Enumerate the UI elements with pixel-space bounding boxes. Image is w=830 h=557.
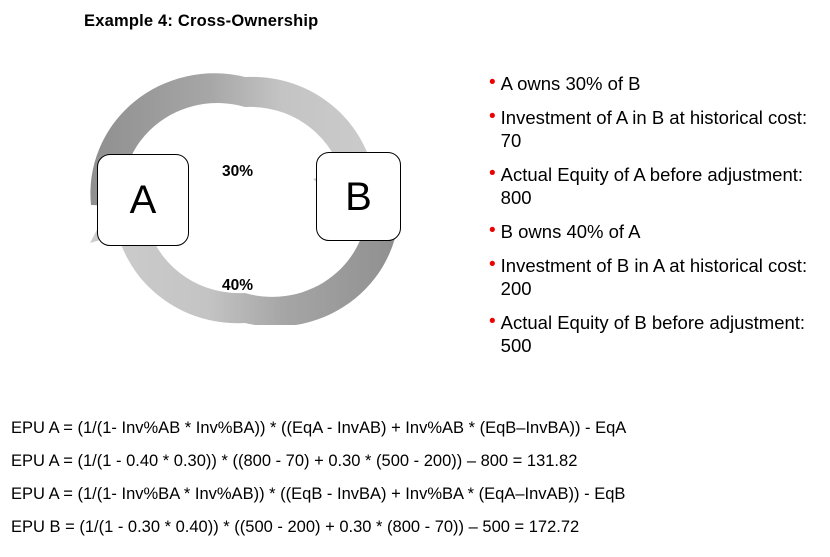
bullet-dot-icon: • — [489, 220, 496, 241]
cross-ownership-diagram: A B 30% 40% — [70, 55, 440, 325]
formula-line: EPU A = (1/(1 - 0.40 * 0.30)) * ((800 - … — [11, 452, 578, 470]
page-title: Example 4: Cross-Ownership — [84, 12, 319, 30]
bullet-dot-icon: • — [489, 72, 496, 93]
list-item-text: A owns 30% of B — [500, 73, 641, 94]
bullet-dot-icon: • — [489, 163, 496, 184]
list-item: • Actual Equity of A before adjustment: … — [489, 163, 819, 209]
list-item: • Investment of A in B at historical cos… — [489, 106, 819, 152]
ownership-percent-a-to-b: 30% — [222, 163, 254, 180]
list-item-text: B owns 40% of A — [500, 221, 641, 242]
formula-line: EPU A = (1/(1- Inv%AB * Inv%BA)) * ((EqA… — [11, 419, 627, 437]
list-item: • Actual Equity of B before adjustment: … — [489, 311, 819, 357]
list-item: • A owns 30% of B — [489, 72, 819, 95]
list-item: • Investment of B in A at historical cos… — [489, 254, 819, 300]
formula-line: EPU B = (1/(1 - 0.30 * 0.40)) * ((500 - … — [11, 518, 580, 536]
entity-a-label: A — [129, 178, 157, 222]
bullet-dot-icon: • — [489, 254, 496, 275]
bullet-dot-icon: • — [489, 106, 496, 127]
formula-line: EPU A = (1/(1- Inv%BA * Inv%AB)) * ((EqB… — [11, 485, 626, 503]
facts-bullet-list: • A owns 30% of B • Investment of A in B… — [489, 72, 819, 368]
list-item-text: Actual Equity of B before adjustment: 50… — [500, 312, 806, 356]
ownership-percent-b-to-a: 40% — [222, 277, 254, 294]
bullet-dot-icon: • — [489, 311, 496, 332]
entity-box-b[interactable]: B — [316, 152, 401, 241]
list-item: • B owns 40% of A — [489, 220, 819, 243]
list-item-text: Investment of B in A at historical cost:… — [500, 255, 808, 299]
entity-box-a[interactable]: A — [97, 154, 189, 246]
list-item-text: Actual Equity of A before adjustment: 80… — [500, 164, 804, 208]
list-item-text: Investment of A in B at historical cost:… — [500, 107, 808, 151]
formula-block: EPU A = (1/(1- Inv%AB * Inv%BA)) * ((EqA… — [11, 412, 821, 544]
entity-b-label: B — [345, 174, 372, 219]
